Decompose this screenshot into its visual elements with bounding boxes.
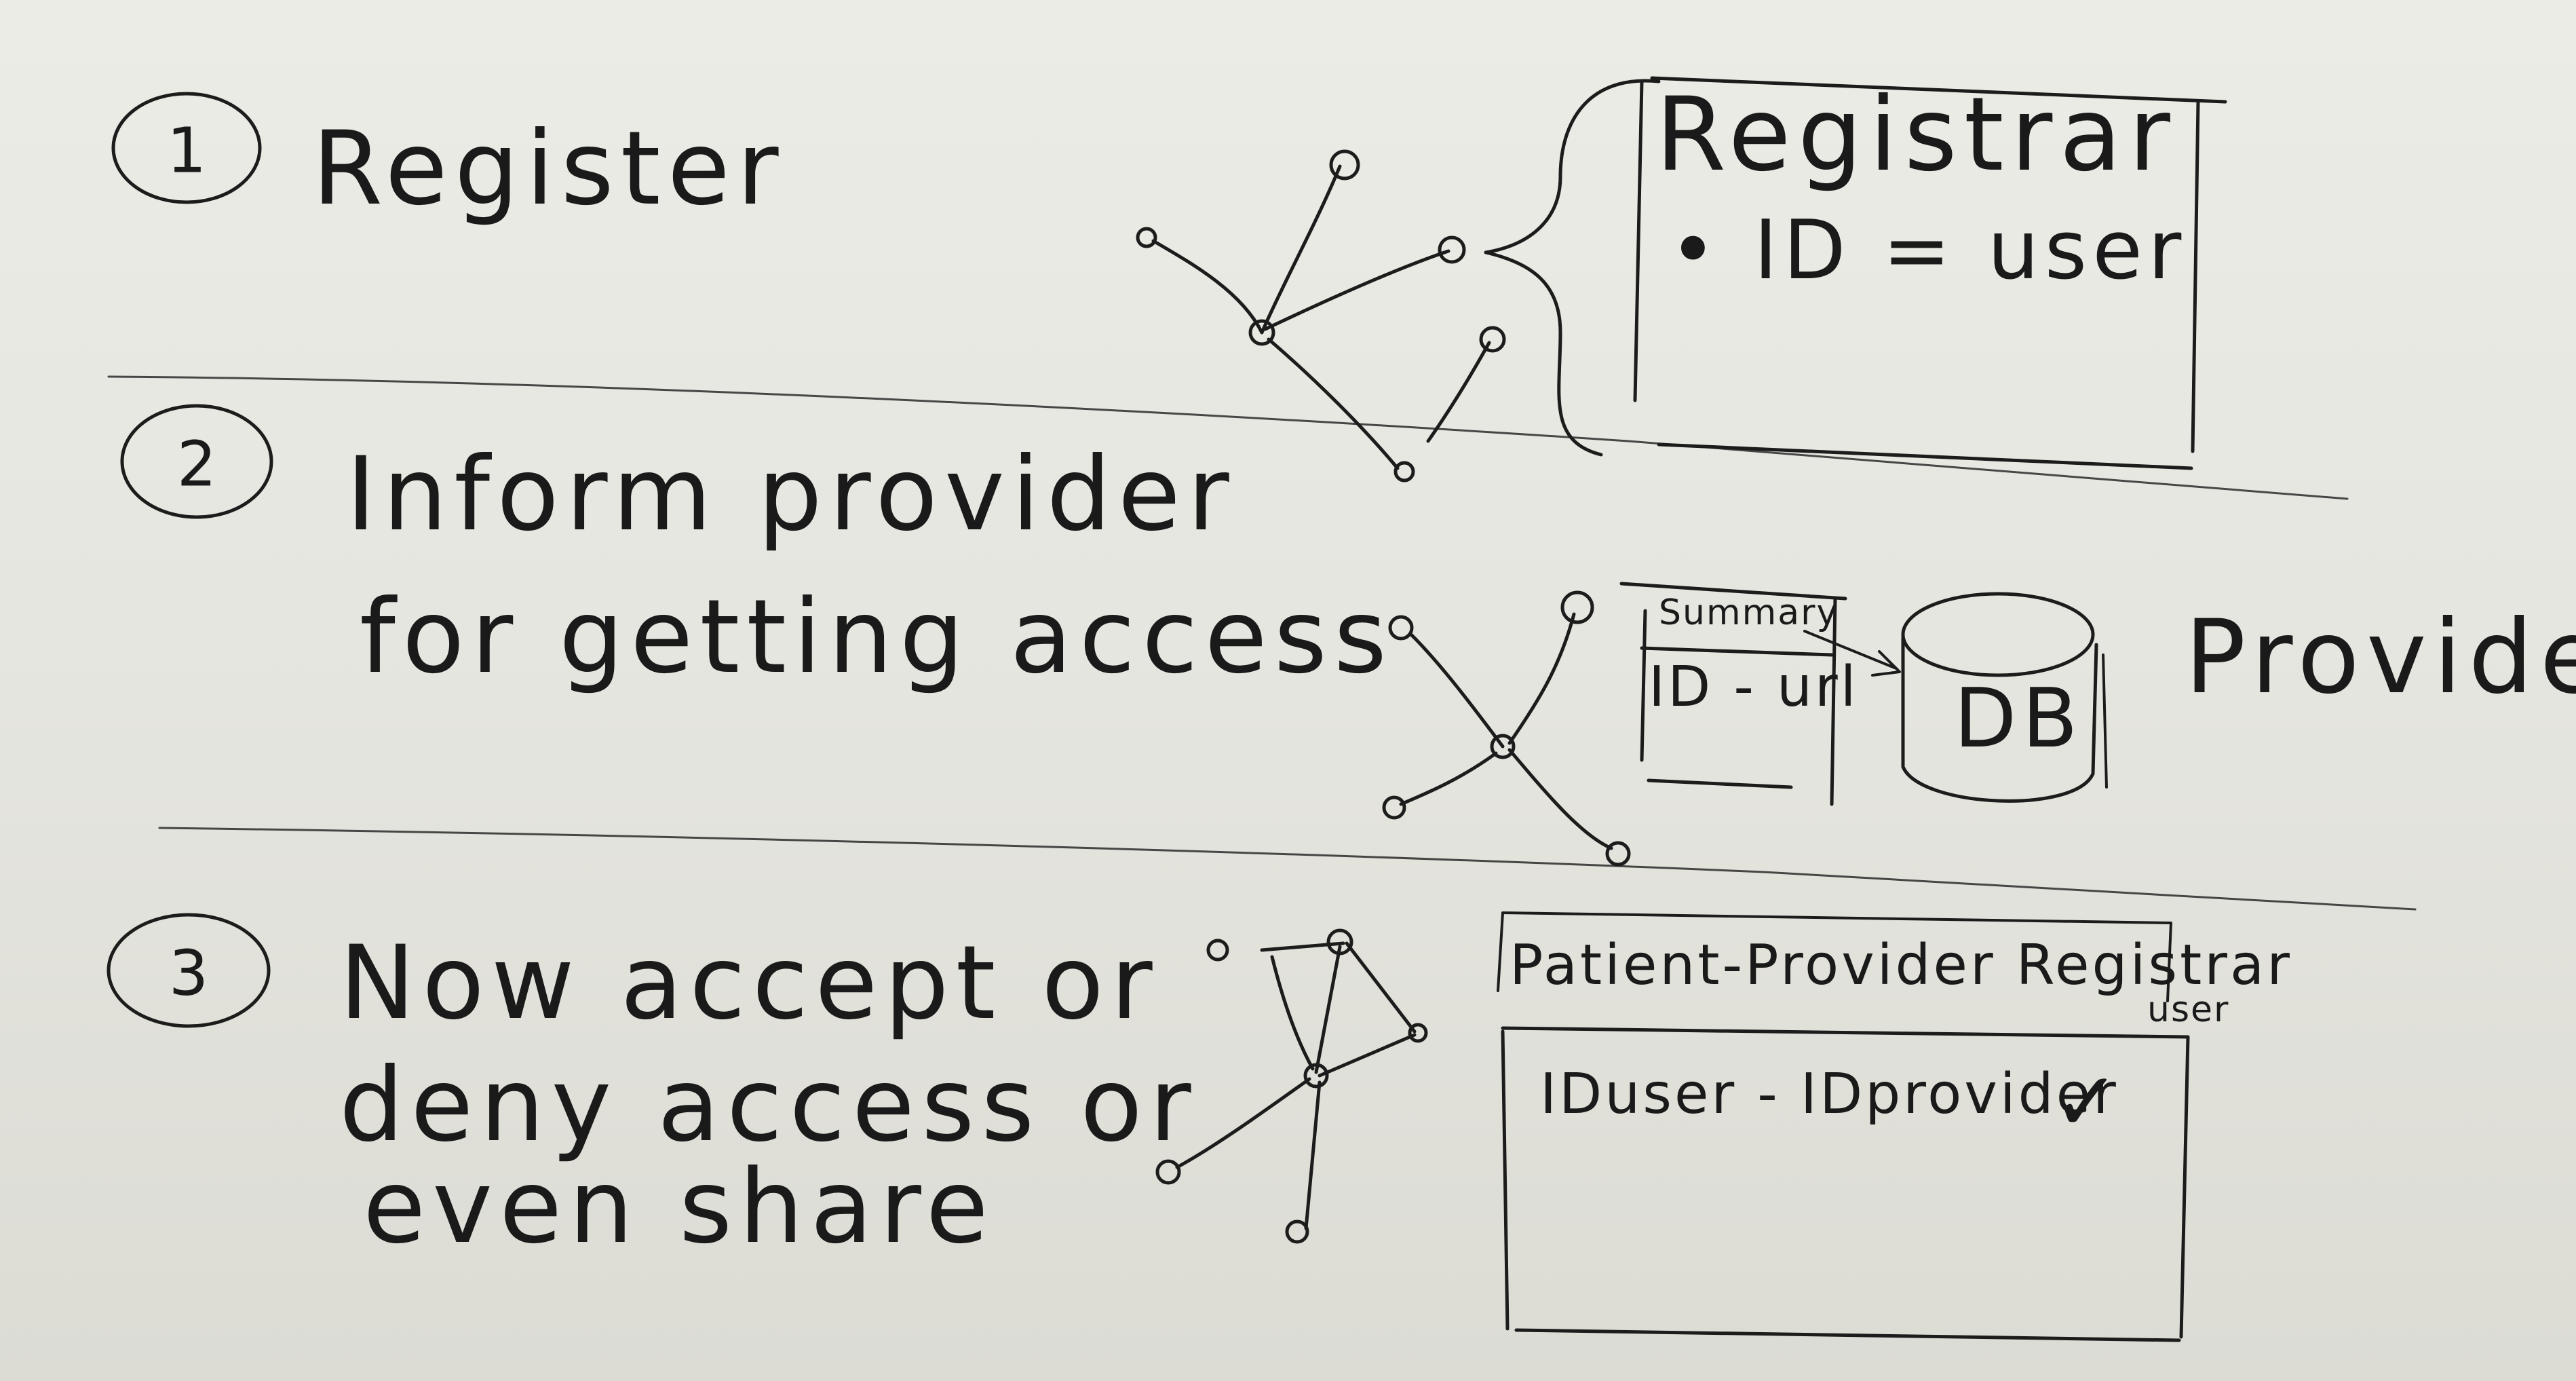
registrar-title: Registrar [1655, 76, 2177, 194]
check-mark: ✓ [2052, 1055, 2126, 1150]
graph-node [1605, 841, 1631, 867]
step-text-line: deny access or [339, 1046, 1198, 1165]
title-frame [1497, 911, 2172, 1002]
graph-node [1136, 227, 1157, 248]
step-number: 2 [177, 428, 217, 501]
summary-entry: ID - url [1649, 655, 1859, 719]
network-graph-3 [1155, 928, 1428, 1244]
step-number-circle [107, 913, 271, 1028]
registrar-box [1633, 76, 2227, 470]
patient-registrar-box [1501, 1026, 2190, 1342]
provider-name: Provider [2185, 599, 2576, 717]
step-number-circle [111, 92, 262, 204]
registrar-group: Registrar • ID = user [1484, 76, 2227, 470]
step-number-circle [120, 404, 273, 519]
database-cylinder [1901, 592, 2108, 803]
graph-node [1285, 1219, 1309, 1244]
graph-node [1155, 1159, 1181, 1185]
graph-node [1326, 928, 1353, 956]
network-graph-1 [1136, 149, 1506, 483]
step-3: 3 Now accept or deny access or even shar… [107, 913, 1198, 1266]
step-text-line: even share [363, 1148, 995, 1266]
graph-node [1560, 590, 1594, 624]
graph-node [1438, 235, 1466, 264]
patient-registrar-entry: IDuser - IDprovider [1540, 1062, 2119, 1127]
graph-node [1303, 1063, 1329, 1089]
step-1: 1 Register [111, 92, 786, 228]
network-graph-2 [1382, 590, 1631, 867]
graph-node [1382, 795, 1406, 820]
registrar-entry: • ID = user [1669, 204, 2187, 298]
graph-node [1393, 461, 1415, 483]
step-text-line: Inform provider [346, 436, 1236, 554]
patient-registrar-title-suffix: user [2147, 989, 2229, 1030]
patient-registrar-title: Patient-Provider Registrar [1510, 933, 2292, 998]
brace [1484, 79, 1661, 457]
summary-arrow [1803, 630, 1901, 677]
graph-node [1206, 939, 1229, 962]
provider-group: Summary ID - url DB Provider [1619, 582, 2576, 806]
graph-node [1408, 1023, 1428, 1043]
step-text-line: Now accept or [339, 924, 1159, 1042]
step-text-line: Register [312, 110, 786, 228]
step-text-line: for getting access [360, 578, 1393, 696]
db-label: DB [1954, 672, 2083, 766]
graph-node [1248, 319, 1275, 346]
graph-node [1490, 734, 1516, 759]
graph-node [1329, 149, 1360, 181]
step-number: 3 [169, 937, 209, 1010]
step-2: 2 Inform provider for getting access [120, 404, 1393, 696]
step-number: 1 [167, 115, 207, 187]
separator-rule-1 [107, 375, 2349, 500]
graph-node [1388, 615, 1414, 641]
summary-label: Summary [1659, 592, 1839, 633]
separator-rule-2 [158, 827, 2417, 911]
patient-registrar-group: Patient-Provider Registrar user IDuser -… [1497, 911, 2292, 1342]
summary-box [1619, 582, 1847, 806]
graph-node [1479, 326, 1506, 353]
